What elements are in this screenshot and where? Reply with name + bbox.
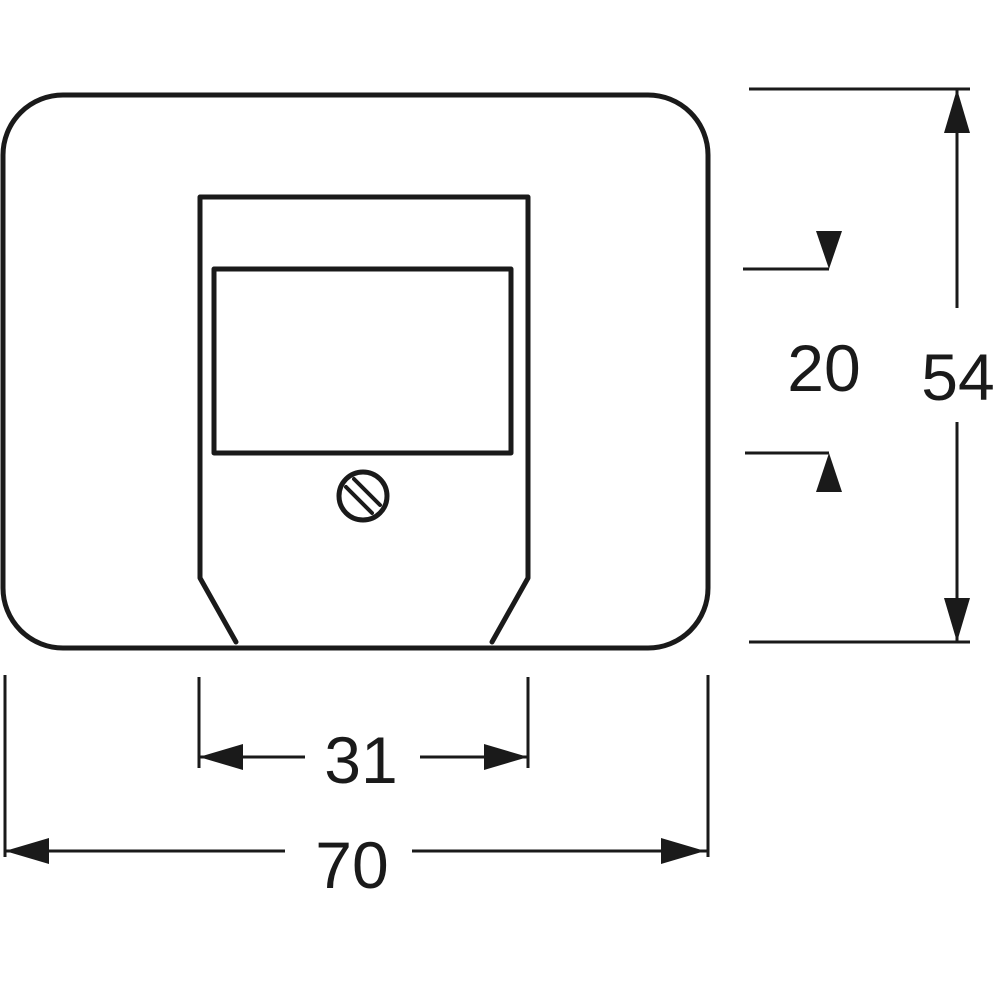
arrow-left-icon <box>199 744 243 770</box>
dimension-window-height: 20 <box>743 231 861 492</box>
dimension-total-height: 54 <box>749 87 995 644</box>
arrow-up-icon <box>816 453 842 492</box>
dimension-label-insert-width: 31 <box>324 723 397 797</box>
arrow-down-icon <box>816 231 842 269</box>
dimension-label-total-height: 54 <box>921 340 994 414</box>
arrow-down-icon <box>944 598 970 642</box>
dimension-label-total-width: 70 <box>315 828 388 902</box>
dimension-label-window-height: 20 <box>787 331 860 405</box>
cover-plate-outline <box>0 92 711 651</box>
arrow-right-icon <box>661 838 705 864</box>
arrow-left-icon <box>5 838 49 864</box>
arrow-up-icon <box>944 89 970 133</box>
label-window <box>211 266 514 456</box>
dimension-total-width: 70 <box>3 675 710 902</box>
socket-insert-outline <box>197 194 531 645</box>
arrow-right-icon <box>484 744 528 770</box>
screw-icon <box>336 469 390 523</box>
dimension-insert-width: 31 <box>197 677 530 797</box>
